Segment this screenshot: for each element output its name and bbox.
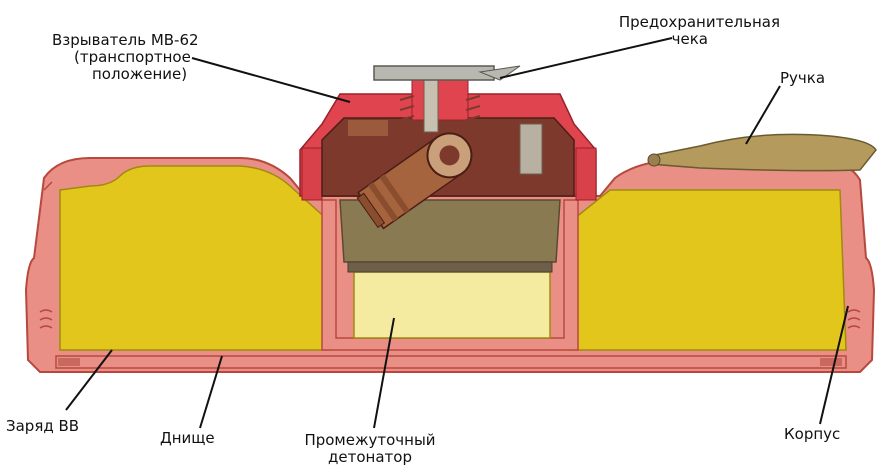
label-fuze-line-2: (транспортное [74,48,191,66]
label-fuze-line-3: положение) [92,65,188,83]
label-body-text: Корпус [784,425,841,443]
bottom-plate [55,355,847,369]
fuze-barrel [356,132,473,230]
label-charge-text: Заряд ВВ [6,417,80,435]
label-intermediate-detonator: Промежуточный детонатор [290,432,450,466]
carry-handle [649,133,877,172]
label-body: Корпус [784,426,840,443]
explosive-charge-right [569,189,847,351]
label-safety-pin: Предохранительная чека [594,14,780,48]
label-detonator-line-2: детонатор [328,448,412,466]
label-safety-pin-line-1: Предохранительная [618,13,780,31]
label-fuze: Взрыватель МВ-62 (транспортное положение… [52,32,199,83]
explosive-charge-left [59,165,331,351]
label-handle-text: Ручка [780,69,826,87]
label-detonator-line-1: Промежуточный [304,431,436,449]
label-fuze-line-1: Взрыватель МВ-62 [52,31,199,49]
thread-right [847,309,861,329]
safety-pin [373,65,495,81]
label-safety-pin-line-2: чека [671,30,708,48]
label-bottom-text: Днище [160,429,215,447]
thread-left [39,309,53,329]
label-bottom: Днище [160,430,215,447]
intermediate-detonator [353,271,551,339]
label-handle: Ручка [780,70,825,87]
leader-lines [65,37,849,429]
label-charge: Заряд ВВ [6,418,79,435]
